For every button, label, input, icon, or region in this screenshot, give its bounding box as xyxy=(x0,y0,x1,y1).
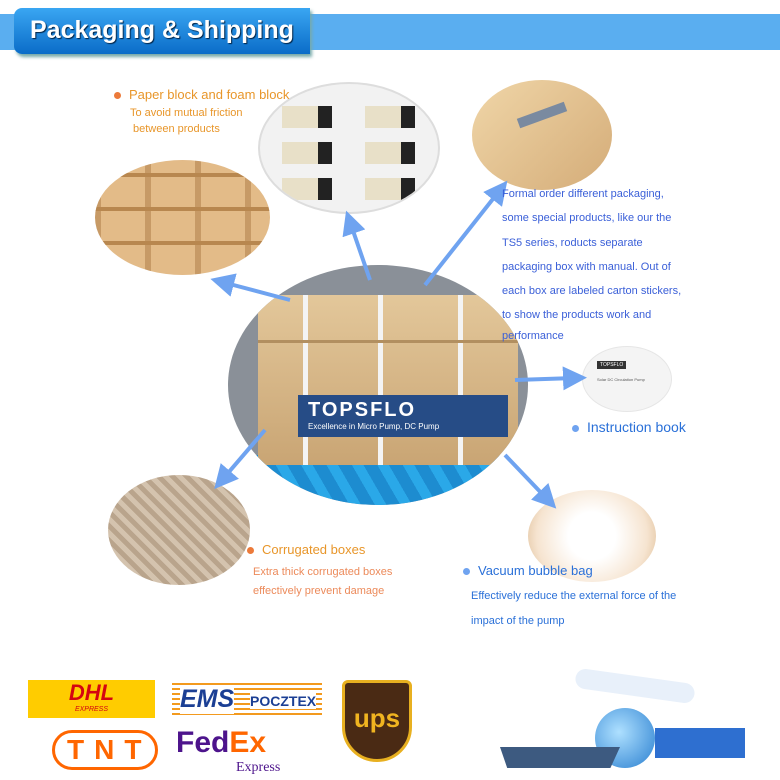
instruction-title: Instruction book xyxy=(587,419,686,435)
instruction-section: Instruction book xyxy=(572,419,686,435)
bullet-icon xyxy=(247,547,254,555)
paper-block-desc: To avoid mutual friction xyxy=(130,107,243,119)
foam-pumps-image xyxy=(258,82,440,214)
carton-grid-image xyxy=(95,160,270,275)
bubble-title: Vacuum bubble bag xyxy=(478,563,593,578)
bullet-icon xyxy=(114,92,121,100)
bubble-section: Vacuum bubble bag Effectively reduce the… xyxy=(463,563,676,634)
instruction-book-image: TOPSFLO Solar DC Circulation Pump xyxy=(582,346,672,412)
book-brand: TOPSFLO xyxy=(597,361,627,369)
corrugated-section: Corrugated boxes Extra thick corrugated … xyxy=(247,542,392,601)
bullet-icon xyxy=(463,568,470,576)
shipping-transport-image xyxy=(495,667,760,778)
box-slogan: Excellence in Micro Pump, DC Pump xyxy=(308,422,440,431)
book-text: Solar DC Circulation Pump xyxy=(597,377,645,382)
paper-block-desc: between products xyxy=(133,123,220,135)
dhl-logo: DHL EXPRESS xyxy=(28,680,155,718)
fedex-logo: FedEx Express xyxy=(176,726,281,775)
paper-block-title: Paper block and foam block xyxy=(129,87,290,102)
paper-block-section: Paper block and foam block To avoid mutu… xyxy=(114,87,289,137)
pallet-box-image: TOPSFLO Excellence in Micro Pump, DC Pum… xyxy=(228,265,528,505)
tnt-logo: TNT xyxy=(52,730,160,770)
header-tab: Packaging & Shipping xyxy=(14,8,310,54)
box-brand: TOPSFLO xyxy=(308,399,417,421)
bullet-icon xyxy=(572,424,579,432)
page-title: Packaging & Shipping xyxy=(30,16,294,44)
corrugated-image xyxy=(108,475,250,585)
corrugated-title: Corrugated boxes xyxy=(262,542,366,557)
formal-order-text: Formal order different packaging, some s… xyxy=(502,188,682,342)
ups-logo: UPS xyxy=(342,680,412,762)
product-box-image xyxy=(472,80,612,190)
ems-logo: EMS POCZTEX xyxy=(172,683,322,717)
